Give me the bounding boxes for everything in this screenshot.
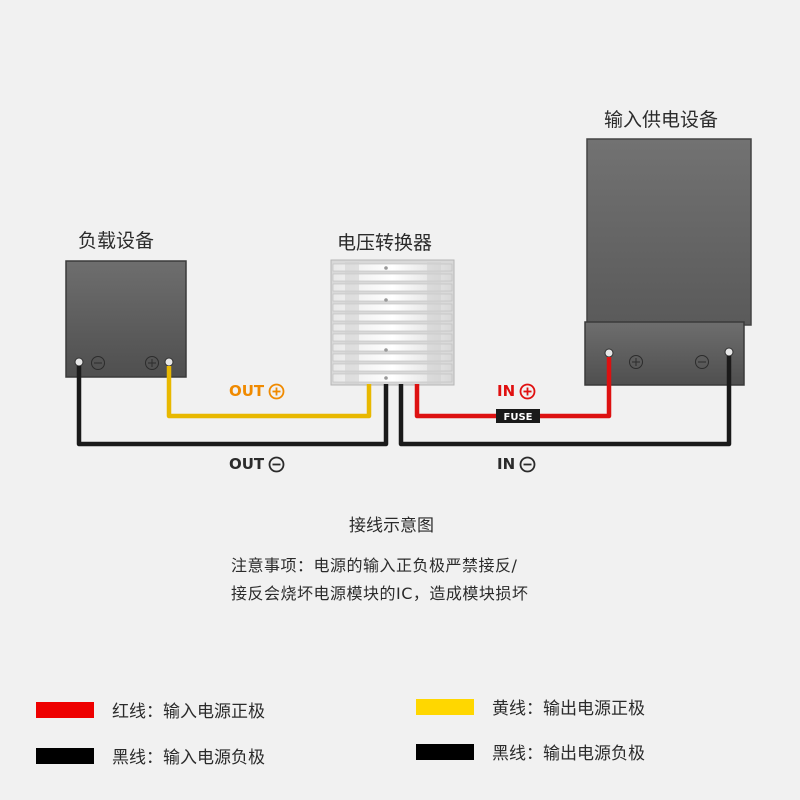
load-device	[65, 260, 187, 378]
legend-label: 黑线：输入电源负极	[112, 748, 265, 768]
legend-label: 红线：输入电源正极	[112, 702, 265, 722]
input-negative-wire	[398, 356, 732, 447]
in-positive-text: IN	[497, 382, 516, 400]
yellow-swatch	[416, 698, 474, 715]
out-negative-text: OUT	[229, 455, 265, 473]
legend-item-black-output: 黑线：输出电源负极	[416, 739, 645, 764]
legend-item-black-input: 黑线：输入电源负极	[36, 743, 265, 768]
legend-label: 黄线：输出电源正极	[492, 699, 645, 719]
load-device-title: 负载设备	[78, 230, 155, 252]
load-pos-terminal	[164, 357, 174, 367]
black-swatch	[416, 743, 474, 760]
converter-title: 电压转换器	[337, 232, 433, 254]
fuse-label: FUSE	[504, 412, 533, 423]
note-line-2: 接反会烧坏电源模块的IC，造成模块损坏	[231, 584, 529, 603]
load-neg-terminal	[74, 357, 84, 367]
voltage-converter	[330, 259, 455, 386]
supply-neg-terminal	[724, 347, 734, 357]
in-positive-label: IN	[497, 382, 536, 400]
minus-circle-icon	[268, 456, 285, 472]
fuse	[496, 409, 540, 423]
plus-circle-icon	[519, 383, 536, 399]
red-swatch	[36, 701, 94, 718]
heatsink-fins	[332, 263, 453, 383]
out-negative-label: OUT	[229, 455, 285, 473]
diagram-caption: 接线示意图	[349, 516, 434, 536]
supply-title: 输入供电设备	[604, 109, 719, 131]
supply-pos-terminal	[604, 348, 614, 358]
in-negative-label: IN	[497, 455, 536, 473]
legend-label: 黑线：输出电源负极	[492, 744, 645, 764]
in-negative-text: IN	[497, 455, 516, 473]
output-positive-wire	[166, 366, 372, 419]
legend-item-yellow: 黄线：输出电源正极	[416, 694, 645, 719]
plus-circle-icon	[268, 383, 285, 399]
out-positive-text: OUT	[229, 382, 265, 400]
input-supply-device	[584, 138, 752, 386]
legend-item-red: 红线：输入电源正极	[36, 697, 265, 722]
minus-circle-icon	[519, 456, 536, 472]
black-swatch	[36, 747, 94, 764]
out-positive-label: OUT	[229, 382, 285, 400]
note-line-1: 注意事项：电源的输入正负极严禁接反/	[231, 556, 518, 575]
output-negative-wire	[76, 366, 389, 447]
